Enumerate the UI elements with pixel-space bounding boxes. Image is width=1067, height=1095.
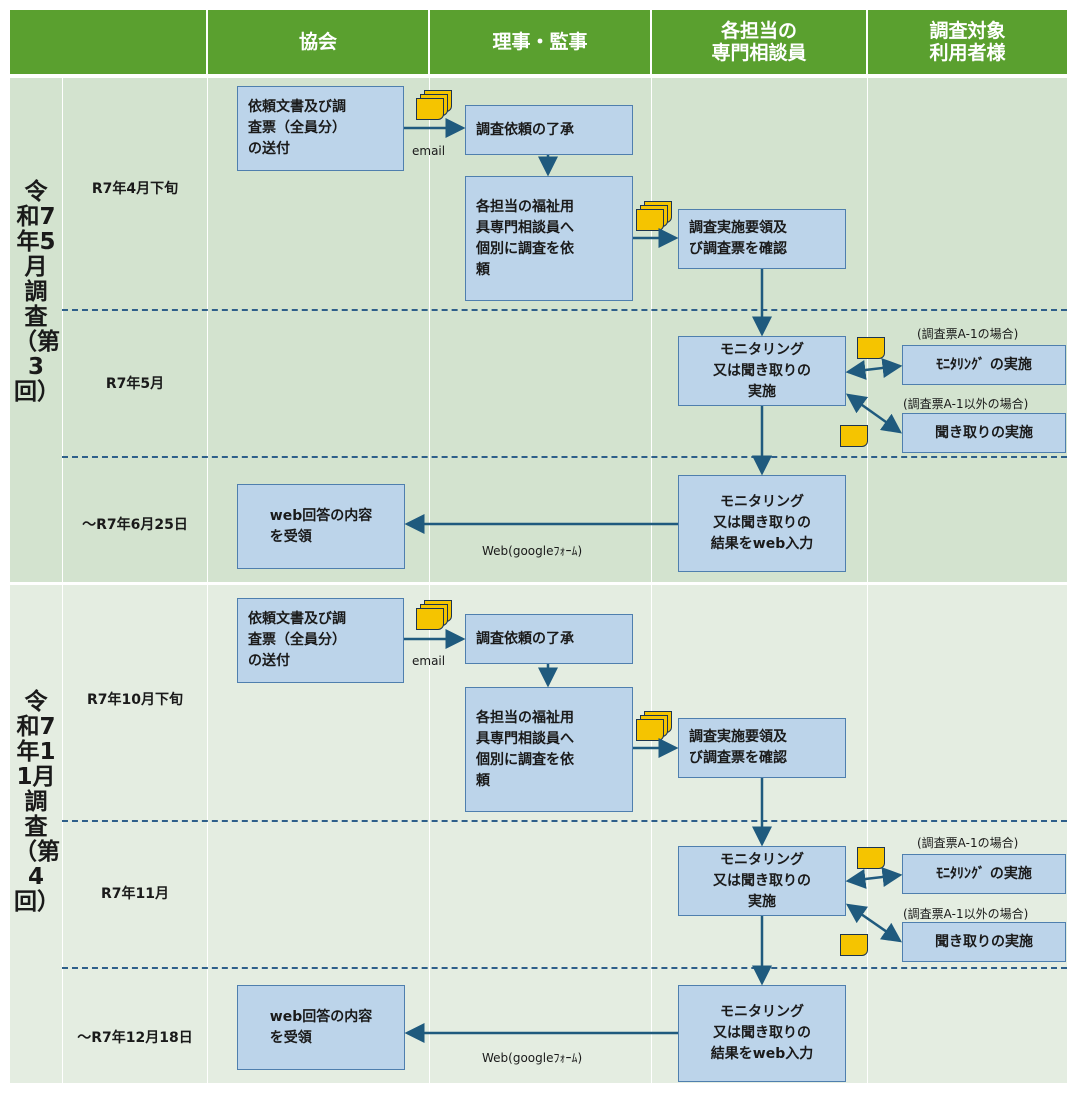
condition-non-a1-note: (調査票A-1以外の場合)	[903, 397, 1029, 411]
web-form-label: Web(googleﾌｫｰﾑ)	[482, 544, 583, 558]
box-individual-request: 各担当の福祉用 具専門相談員へ 個別に調査を依 頼	[465, 687, 633, 812]
header-users: 調査対象 利用者様	[868, 10, 1067, 74]
box-receive-answers: web回答の内容 を受領	[237, 985, 405, 1070]
header-consultants: 各担当の 専門相談員	[652, 10, 866, 74]
header-directors: 理事・監事	[430, 10, 650, 74]
web-form-label: Web(googleﾌｫｰﾑ)	[482, 1051, 583, 1065]
box-web-input: モニタリング 又は聞き取りの 結果をweb入力	[678, 985, 846, 1082]
row-divider	[62, 967, 1067, 969]
box-hearing-do: 聞き取りの実施	[902, 413, 1066, 453]
email-label: email	[412, 654, 446, 668]
box-monitoring-do: ﾓﾆﾀﾘﾝｸﾞ の実施	[902, 345, 1066, 385]
box-monitoring-do: ﾓﾆﾀﾘﾝｸﾞ の実施	[902, 854, 1066, 894]
box-receive-answers: web回答の内容 を受領	[237, 484, 405, 569]
condition-non-a1-note: (調査票A-1以外の場合)	[903, 907, 1029, 921]
period-label: 令和7年11月調査（第4回）	[14, 689, 60, 915]
box-send-documents: 依頼文書及び調 査票（全員分） の送付	[237, 86, 404, 171]
box-monitoring: モニタリング 又は聞き取りの 実施	[678, 846, 846, 916]
row-label: ～R7年6月25日	[82, 517, 188, 533]
period-label: 令和7年5月調査（第3回）	[14, 179, 60, 405]
row-label: R7年5月	[105, 376, 165, 392]
box-monitoring: モニタリング 又は聞き取りの 実施	[678, 336, 846, 406]
box-confirm-survey: 調査実施要領及 び調査票を確認	[678, 718, 846, 778]
condition-a1-note: (調査票A-1の場合)	[917, 836, 1019, 850]
row-label: ～R7年12月18日	[77, 1030, 193, 1046]
row-divider	[62, 456, 1067, 458]
row-label: R7年10月下旬	[86, 692, 183, 708]
row-divider	[62, 309, 1067, 311]
box-individual-request: 各担当の福祉用 具専門相談員へ 個別に調査を依 頼	[465, 176, 633, 301]
row-label: R7年11月	[100, 886, 169, 902]
box-accept-request: 調査依頼の了承	[465, 105, 633, 155]
header-blank	[10, 10, 206, 74]
box-confirm-survey: 調査実施要領及 び調査票を確認	[678, 209, 846, 269]
box-web-input: モニタリング 又は聞き取りの 結果をweb入力	[678, 475, 846, 572]
header-association: 協会	[208, 10, 428, 74]
box-hearing-do: 聞き取りの実施	[902, 922, 1066, 962]
row-divider	[62, 820, 1067, 822]
box-accept-request: 調査依頼の了承	[465, 614, 633, 664]
email-label: email	[412, 144, 446, 158]
box-send-documents: 依頼文書及び調 査票（全員分） の送付	[237, 598, 404, 683]
condition-a1-note: (調査票A-1の場合)	[917, 327, 1019, 341]
row-label: R7年4月下旬	[91, 181, 179, 197]
